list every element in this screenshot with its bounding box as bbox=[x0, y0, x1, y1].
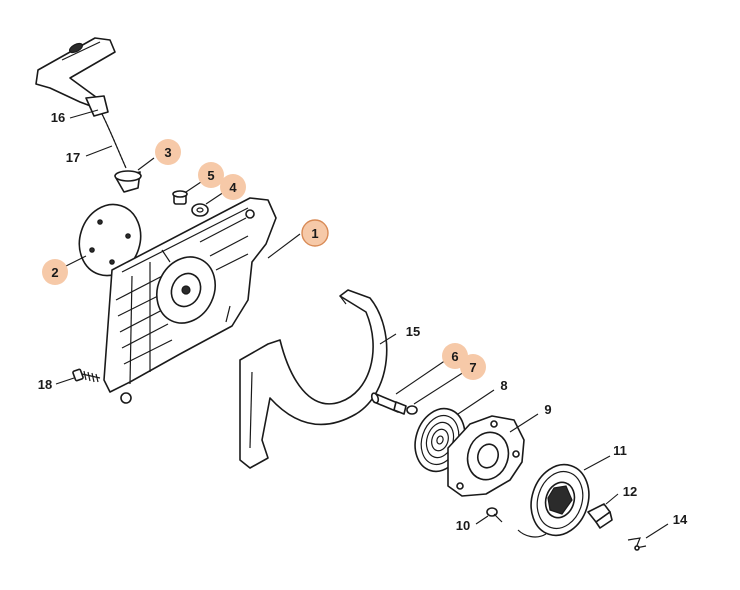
callout-3[interactable]: 3 bbox=[155, 139, 181, 165]
collar-screw bbox=[172, 190, 188, 205]
callout-4[interactable]: 4 bbox=[220, 174, 246, 200]
starter-grip bbox=[35, 37, 116, 117]
callout-label-7: 7 bbox=[469, 360, 476, 375]
callout-label-6: 6 bbox=[451, 349, 458, 364]
leader-lines bbox=[55, 109, 669, 539]
spring-clip bbox=[627, 537, 647, 551]
spring-washer bbox=[406, 405, 418, 415]
callout-1[interactable]: 1 bbox=[301, 219, 329, 247]
callout-5[interactable]: 5 bbox=[198, 162, 224, 188]
callout-label-10[interactable]: 10 bbox=[456, 518, 470, 533]
rope-guide-bushing bbox=[114, 170, 142, 193]
callout-label-16[interactable]: 16 bbox=[51, 110, 65, 125]
callout-label-18[interactable]: 18 bbox=[38, 377, 52, 392]
callout-label-17[interactable]: 17 bbox=[66, 150, 80, 165]
callout-label-9[interactable]: 9 bbox=[544, 402, 551, 417]
callout-label-4: 4 bbox=[229, 180, 237, 195]
housing-screw bbox=[72, 368, 101, 383]
starter-rope bbox=[101, 113, 127, 169]
callout-label-15[interactable]: 15 bbox=[406, 324, 420, 339]
fan-housing bbox=[103, 197, 277, 404]
callout-label-11[interactable]: 11 bbox=[613, 443, 627, 458]
pawl bbox=[587, 503, 613, 529]
callout-label-3: 3 bbox=[164, 145, 171, 160]
spring-housing-screw bbox=[486, 507, 503, 523]
callout-label-8[interactable]: 8 bbox=[500, 378, 507, 393]
callout-label-5: 5 bbox=[207, 168, 214, 183]
cover-disk bbox=[78, 203, 142, 277]
rope-rotor bbox=[517, 463, 590, 538]
guide-shroud bbox=[239, 289, 388, 469]
spring-housing bbox=[447, 415, 525, 497]
callout-label-12[interactable]: 12 bbox=[623, 484, 637, 499]
callout-label-2: 2 bbox=[51, 265, 58, 280]
callout-label-14[interactable]: 14 bbox=[673, 512, 688, 527]
callout-2[interactable]: 2 bbox=[42, 259, 68, 285]
callout-7[interactable]: 7 bbox=[460, 354, 486, 380]
callout-label-1: 1 bbox=[311, 226, 318, 241]
washer bbox=[191, 203, 209, 217]
spring-pin bbox=[370, 392, 407, 415]
